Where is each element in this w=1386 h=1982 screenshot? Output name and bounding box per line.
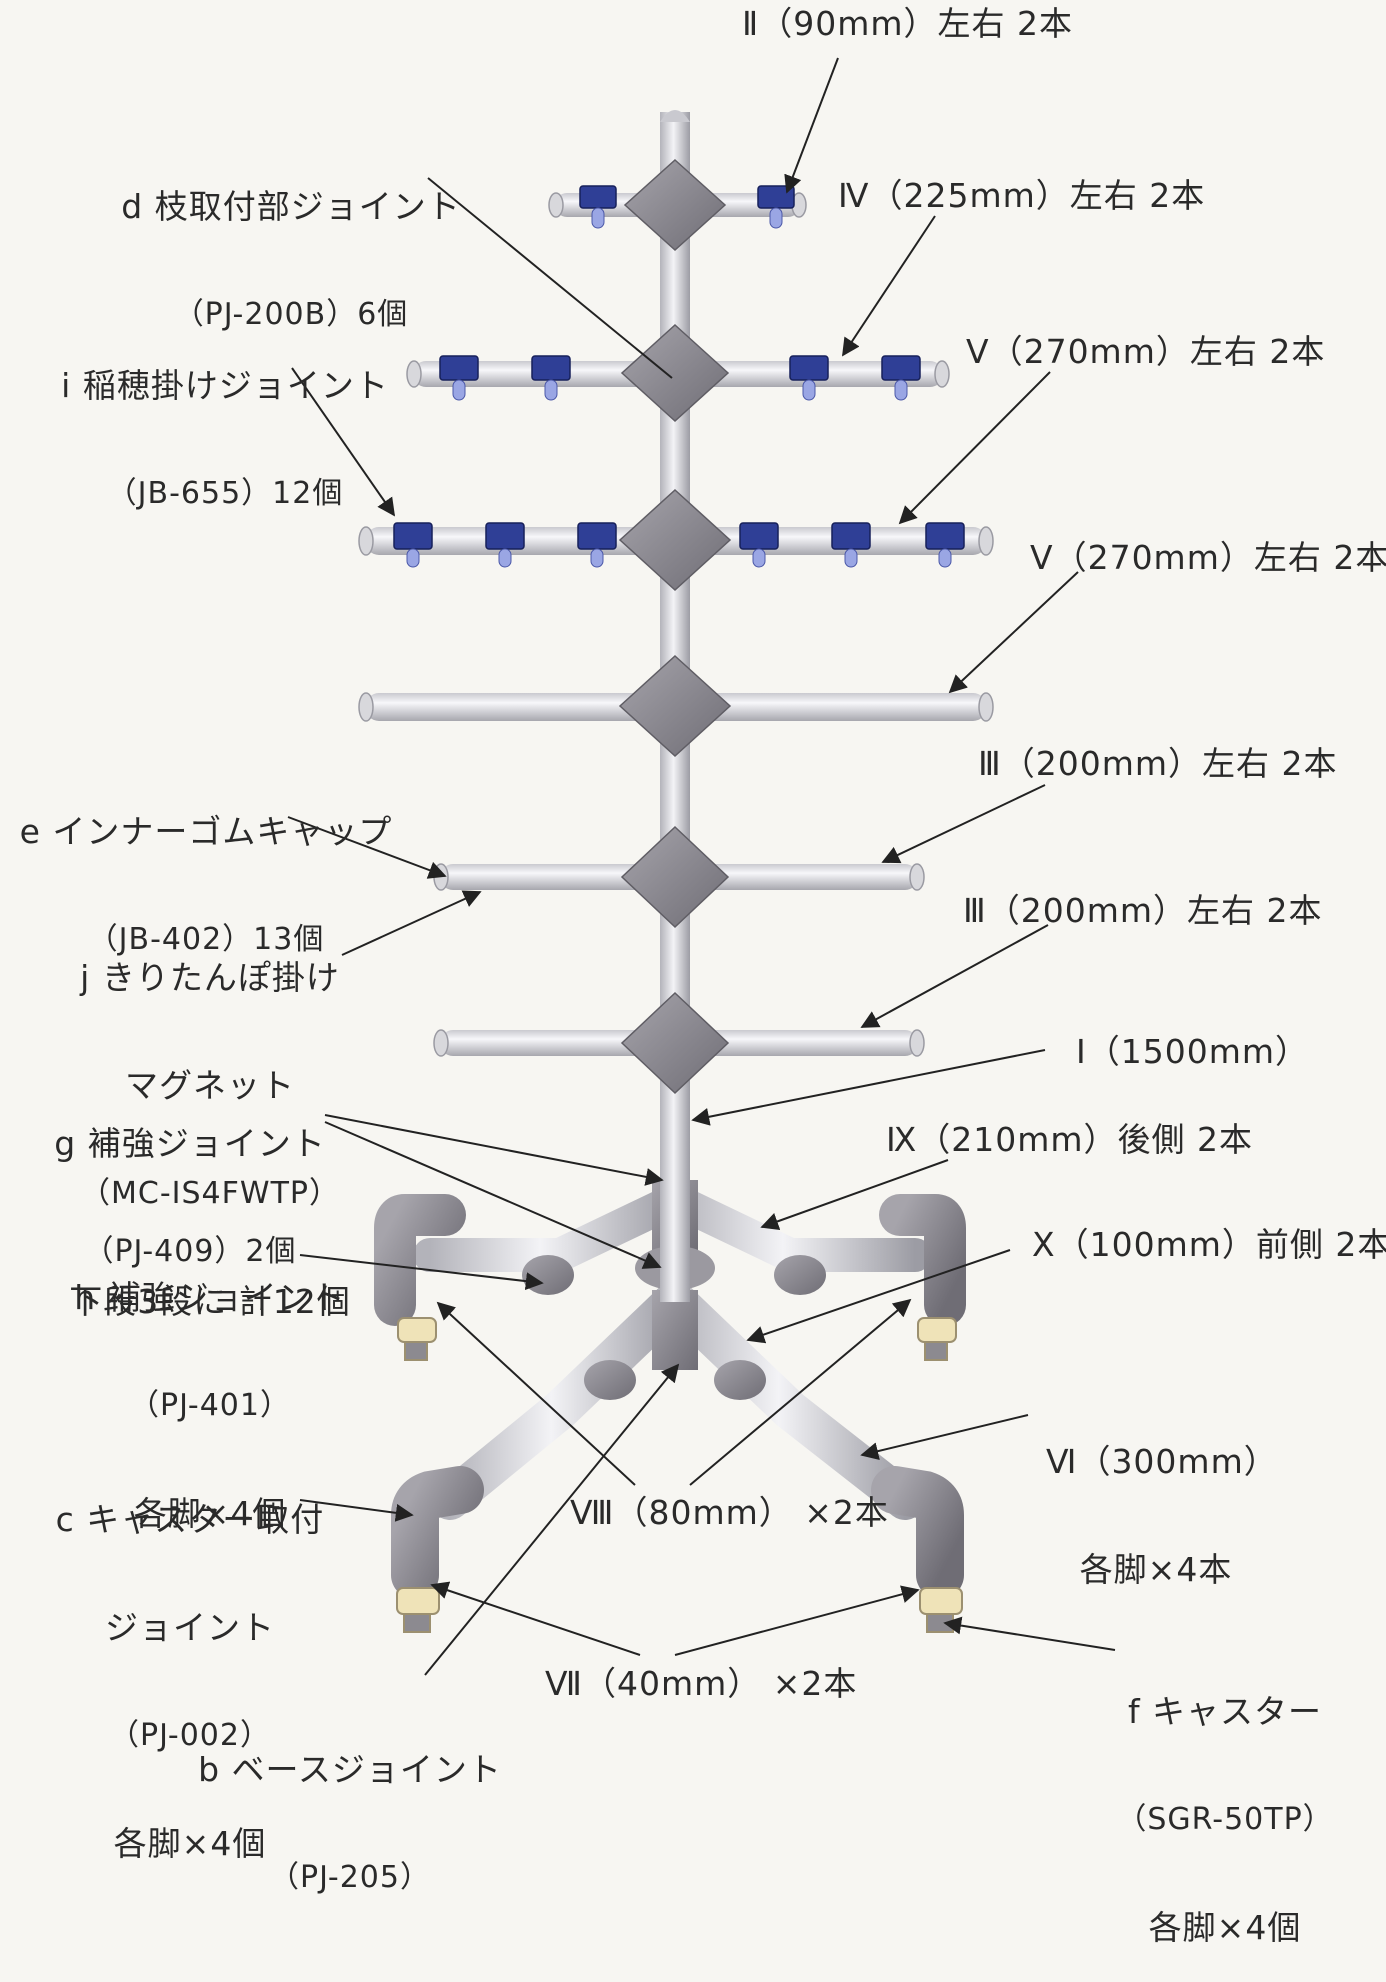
label-part-b-line2: （PJ-205） (269, 1860, 431, 1895)
assembly-diagram (287, 57, 1116, 1676)
label-part-h-line3: 各脚×4個 (133, 1494, 287, 1533)
caster-joint-rear-left (374, 1194, 466, 1326)
caster-joint-front-left (391, 1466, 484, 1599)
label-part-c-line1: c キャスター取付 (55, 1500, 325, 1539)
caster-joint-rear-right (879, 1194, 966, 1326)
label-part-c-line3: （PJ-002） (109, 1718, 271, 1753)
label-part-j: j きりたんぽ掛け マグネット （MC-IS4FWTP） 下段3段に 計12個 (60, 888, 360, 1356)
label-part-e-line1: e インナーゴムキャップ (19, 812, 393, 851)
label-part-g-line2: （PJ-409）2個 (83, 1234, 297, 1269)
reinforcement-joint-pj401 (522, 1255, 826, 1400)
caster-joint-front-right (871, 1466, 964, 1599)
label-member-x: Ⅹ（100mm）前側 2本 (1032, 1225, 1386, 1264)
label-part-f-line1: f キャスター (1127, 1692, 1323, 1731)
label-part-j-line1: j きりたんぽ掛け (80, 958, 340, 997)
label-part-g-line1: g 補強ジョイント (54, 1124, 326, 1163)
label-part-f-line2: （SGR-50TP） (1116, 1802, 1334, 1837)
label-part-i-line1: i 稲穂掛けジョイント (61, 366, 389, 405)
label-member-vi-line2: 各脚×4本 (1079, 1550, 1233, 1589)
rice-ear-joint-icon (393, 185, 965, 550)
label-part-g: g 補強ジョイント （PJ-409）2個 (40, 1054, 340, 1306)
label-member-v1: Ⅴ（270mm）左右 2本 (966, 332, 1326, 371)
label-part-h-line2: （PJ-401） (129, 1388, 291, 1423)
label-member-iii2: Ⅲ（200mm）左右 2本 (963, 891, 1323, 930)
label-member-v2: Ⅴ（270mm）左右 2本 (1030, 538, 1386, 577)
label-part-j-line2: マグネット (125, 1066, 295, 1105)
label-part-d: d 枝取付部ジョイント （PJ-200B）6個 (96, 117, 486, 369)
label-member-vi-line1: Ⅵ（300mm） (1046, 1442, 1278, 1481)
label-part-b: b ベースジョイント （PJ-205） (180, 1680, 520, 1932)
branch-joint-pj200b (618, 158, 732, 1095)
label-member-viii: Ⅷ（80mm） ×2本 (570, 1493, 889, 1532)
rice-ear-hook-icon (406, 207, 952, 568)
label-part-b-line1: b ベースジョイント (198, 1750, 502, 1789)
label-member-vi: Ⅵ（300mm） 各脚×4本 (1046, 1372, 1278, 1624)
label-part-h: h 補強ジョイント （PJ-401） 各脚×4個 (60, 1208, 360, 1568)
rubber-cap-icon (358, 192, 994, 1057)
label-part-f: f キャスター （SGR-50TP） 各脚×4個 (1110, 1622, 1340, 1982)
label-member-iii1: Ⅲ（200mm）左右 2本 (978, 744, 1338, 783)
label-member-ix: Ⅸ（210mm）後側 2本 (886, 1120, 1254, 1159)
label-part-f-line3: 各脚×4個 (1148, 1908, 1302, 1947)
label-part-d-line2: （PJ-200B）6個 (173, 297, 409, 332)
label-part-h-line1: h 補強ジョイント (74, 1278, 346, 1317)
pole-cap (660, 110, 690, 122)
leader-lines (287, 57, 1116, 1676)
label-member-ii: Ⅱ（90mm）左右 2本 (742, 4, 1074, 43)
label-part-e-line2: （JB-402）13個 (87, 922, 325, 957)
base-legs (413, 1183, 932, 1520)
label-part-j-line3: （MC-IS4FWTP） (80, 1176, 340, 1211)
label-part-d-line1: d 枝取付部ジョイント (121, 187, 461, 226)
label-part-i-line2: （JB-655）12個 (106, 476, 344, 511)
label-member-iv: Ⅳ（225mm）左右 2本 (838, 176, 1206, 215)
label-part-j-line4: 下段3段に 計12個 (69, 1282, 351, 1321)
label-part-i: i 稲穂掛けジョイント （JB-655）12個 (30, 296, 420, 548)
label-part-c-line2: ジョイント (105, 1608, 275, 1647)
label-member-i: Ⅰ（1500mm） (1076, 1032, 1310, 1071)
label-member-vii: Ⅶ（40mm） ×2本 (545, 1664, 858, 1703)
label-part-e: e インナーゴムキャップ （JB-402）13個 (6, 742, 406, 994)
